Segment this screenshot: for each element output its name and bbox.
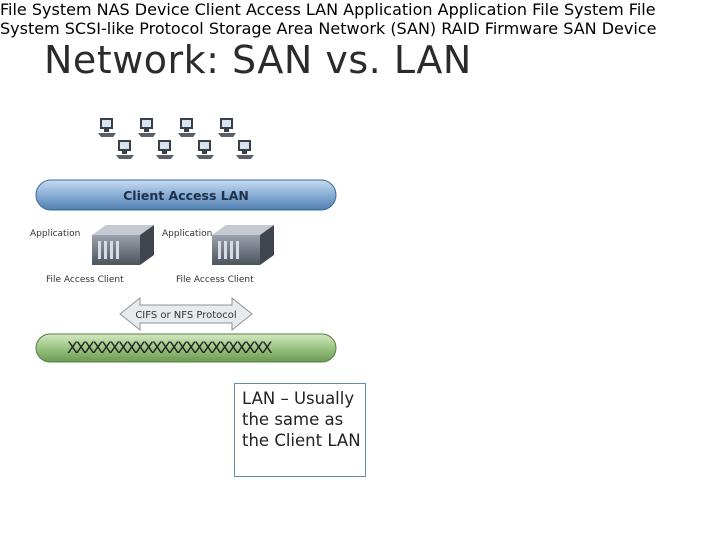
left-server-2	[212, 225, 274, 265]
right-client-lan-pipe: Client Access LAN	[195, 0, 344, 19]
right-app-label-2: Application	[437, 0, 528, 19]
san-device: RAID Firmware	[441, 19, 563, 38]
left-storage-pipe	[35, 333, 337, 363]
left-server-label-1: File Access Client	[46, 275, 124, 285]
san-device-box-label: RAID Firmware	[441, 19, 559, 38]
nas-device-label: NAS Device	[96, 0, 190, 19]
lan-callout-box: LAN – Usually the same as the Client LAN	[234, 383, 366, 477]
right-protocol-label: SCSI-like Protocol	[64, 19, 204, 38]
right-client-lan-label: Client Access LAN	[194, 0, 339, 19]
right-app-label-1: Application	[343, 0, 433, 19]
left-app-label-2: Application	[162, 229, 212, 239]
left-protocol-arrow: CIFS or NFS Protocol	[119, 296, 253, 332]
right-storage-pipe: Storage Area Network (SAN)	[209, 19, 441, 38]
nas-device: File System	[0, 0, 97, 19]
left-protocol-label: CIFS or NFS Protocol	[135, 310, 236, 321]
nas-device-box-label: File System	[0, 0, 92, 19]
san-device-label: SAN Device	[563, 19, 657, 38]
right-server-1: File System File System SCSI-like Protoc…	[0, 0, 657, 477]
right-protocol-arrow: SCSI-like Protocol	[65, 19, 209, 38]
left-app-label-1: Application	[30, 229, 80, 239]
right-server-label-2: File System	[0, 0, 656, 38]
left-client-pcs	[98, 118, 254, 159]
left-client-lan-pipe: Client Access LAN	[35, 179, 337, 211]
storage-pipe-overlay-text: XXXXXXXXXXXXXXXXXXXXXXXX	[67, 338, 273, 357]
left-client-lan-label: Client Access LAN	[123, 188, 249, 203]
page-title: Network: SAN vs. LAN	[44, 38, 472, 82]
right-server-label-1: File System	[532, 0, 624, 19]
right-server-2: File System File System SCSI-like Protoc…	[0, 0, 657, 477]
right-storage-label: Storage Area Network (SAN)	[208, 19, 437, 38]
left-server-label-2: File Access Client	[176, 275, 254, 285]
left-server-1	[92, 225, 154, 265]
